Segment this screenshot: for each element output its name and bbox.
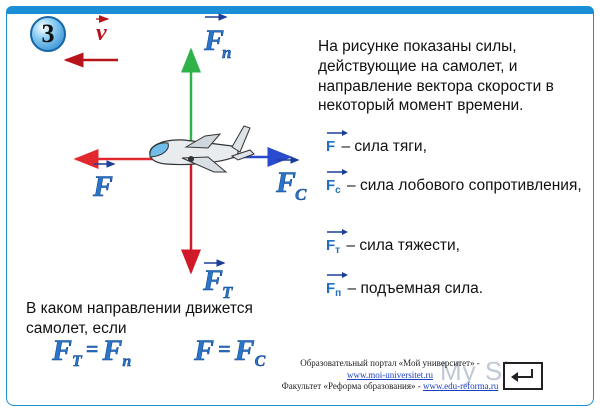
svg-text:п: п: [222, 43, 231, 62]
legend-item-lift: Fп – подъемная сила.: [326, 272, 596, 304]
drag-legend-text: – сила лобового сопротивления,: [347, 177, 582, 194]
back-button[interactable]: [503, 362, 543, 390]
thrust-symbol: F: [326, 130, 348, 162]
drag-symbol: Fc: [326, 169, 348, 201]
slide-number-badge: 3: [30, 16, 66, 52]
edu-reforma-link[interactable]: www.edu-reforma.ru: [422, 381, 499, 391]
thrust-force-label: F: [92, 160, 116, 203]
airplane-icon: [149, 125, 255, 173]
formula-thrust-equals-drag: F=FC: [194, 334, 266, 371]
legend-item-gravity: Fт – сила тяжести,: [326, 229, 596, 261]
formula-gravity-equals-lift: FT=Fп: [52, 334, 132, 371]
moi-universitet-link[interactable]: www.moi-universitet.ru: [347, 369, 433, 380]
legend-item-thrust: F – сила тяги,: [326, 130, 596, 162]
slide-top-bar: [6, 6, 594, 14]
gravity-symbol: Fт: [326, 229, 348, 261]
footer-credits: Образовательный портал «Мой университет»…: [278, 358, 502, 393]
return-arrow-icon: [511, 369, 533, 382]
svg-text:C: C: [295, 185, 307, 204]
svg-text:F: F: [275, 166, 296, 199]
gravity-legend-text: – сила тяжести,: [346, 237, 460, 254]
lift-legend-text: – подъемная сила.: [347, 280, 484, 297]
gravity-force-label: F T: [202, 259, 233, 302]
thrust-legend-text: – сила тяги,: [341, 138, 427, 155]
svg-text:F: F: [202, 264, 223, 297]
drag-force-label: F C: [275, 156, 307, 204]
svg-text:F: F: [203, 24, 224, 57]
question-text: В каком направлении движется самолет, ес…: [26, 300, 253, 337]
description-text: На рисунке показаны силы, действующие на…: [318, 38, 554, 115]
velocity-label: v: [96, 20, 107, 46]
svg-text:F: F: [92, 170, 113, 203]
lift-force-label: F п: [203, 13, 232, 62]
lift-symbol: Fп: [326, 272, 348, 304]
legend-item-drag: Fc – сила лобового сопротивления,: [326, 169, 596, 201]
svg-text:T: T: [222, 283, 233, 302]
